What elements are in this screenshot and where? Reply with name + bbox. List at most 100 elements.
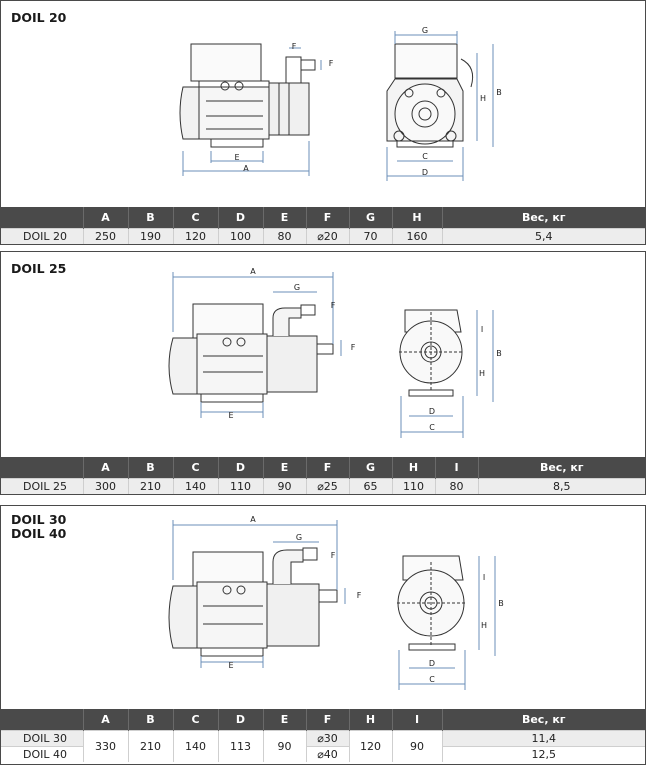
- header-h: H: [349, 709, 393, 731]
- header-b: B: [128, 457, 174, 479]
- cell-c: 140: [173, 478, 219, 494]
- cell-model: DOIL 40: [1, 746, 84, 762]
- table-row: DOIL 20 250 190 120 100 80 ⌀20 70 160 5,…: [1, 228, 645, 244]
- dim-label-b: B: [496, 88, 502, 97]
- table-row: DOIL 40 ⌀40 12,5: [1, 746, 645, 762]
- panel-title-2: DOIL 40: [11, 526, 67, 541]
- cell-h: 120: [349, 730, 393, 762]
- cell-weight: 12,5: [442, 746, 645, 762]
- header-model: [1, 457, 84, 479]
- cell-weight: 5,4: [442, 228, 645, 244]
- panel-title: DOIL 20: [11, 10, 67, 25]
- header-d: D: [218, 709, 264, 731]
- table-row: DOIL 25 300 210 140 110 90 ⌀25 65 110 80…: [1, 478, 645, 494]
- spec-table-doil-30-40: A B C D E F H I Вес, кг DOIL 30 330 210 …: [1, 709, 645, 762]
- dim-label-i: I: [481, 325, 483, 334]
- panel-doil-20: DOIL 20: [0, 0, 646, 245]
- cell-b: 190: [128, 228, 174, 244]
- cell-model: DOIL 20: [1, 228, 84, 244]
- cell-h: 160: [392, 228, 443, 244]
- cell-d: 113: [218, 730, 264, 762]
- cell-c: 120: [173, 228, 219, 244]
- header-f: F: [306, 207, 350, 229]
- cell-f: ⌀30: [306, 730, 350, 747]
- dim-label-b: B: [496, 349, 502, 358]
- dim-label-f2: F: [329, 59, 334, 68]
- dim-label-g: G: [294, 283, 300, 292]
- header-c: C: [173, 207, 219, 229]
- cell-weight: 11,4: [442, 730, 645, 747]
- cell-f: ⌀25: [306, 478, 350, 494]
- header-b: B: [128, 207, 174, 229]
- dim-label-a: A: [243, 164, 249, 173]
- panel-doil-25: DOIL 25: [0, 251, 646, 495]
- dim-label-f2: F: [357, 591, 362, 600]
- cell-b: 210: [128, 730, 174, 762]
- cell-h: 110: [392, 478, 436, 494]
- header-g: G: [349, 207, 393, 229]
- cell-d: 110: [218, 478, 264, 494]
- cell-a: 330: [83, 730, 129, 762]
- header-weight: Вес, кг: [442, 709, 645, 731]
- header-f: F: [306, 457, 350, 479]
- dim-label-f2: F: [351, 343, 356, 352]
- cell-i: 80: [435, 478, 479, 494]
- cell-model: DOIL 25: [1, 478, 84, 494]
- dim-label-h: H: [480, 94, 486, 103]
- dim-label-e: E: [234, 153, 239, 162]
- dim-label-c: C: [422, 152, 428, 161]
- header-e: E: [263, 207, 307, 229]
- cell-f: ⌀40: [306, 746, 350, 762]
- header-a: A: [83, 207, 129, 229]
- panel-title: DOIL 25: [11, 261, 67, 276]
- dim-label-a: A: [250, 267, 256, 276]
- cell-c: 140: [173, 730, 219, 762]
- dim-label-c: C: [429, 423, 435, 432]
- cell-f: ⌀20: [306, 228, 350, 244]
- header-weight: Вес, кг: [478, 457, 645, 479]
- cell-d: 100: [218, 228, 264, 244]
- header-a: A: [83, 457, 129, 479]
- cell-g: 70: [349, 228, 393, 244]
- panel-doil-30-40: DOIL 30 DOIL 40: [0, 505, 646, 765]
- dim-label-f: F: [331, 551, 336, 560]
- cell-model: DOIL 30: [1, 730, 84, 747]
- dim-label-i: I: [483, 573, 485, 582]
- header-b: B: [128, 709, 174, 731]
- dim-label-g: G: [296, 533, 302, 542]
- header-i: I: [392, 709, 443, 731]
- cell-weight: 8,5: [478, 478, 645, 494]
- header-model: [1, 709, 84, 731]
- cell-e: 90: [263, 478, 307, 494]
- header-h: H: [392, 207, 443, 229]
- dim-label-d: D: [429, 407, 435, 416]
- header-g: G: [349, 457, 393, 479]
- header-model: [1, 207, 84, 229]
- header-h: H: [392, 457, 436, 479]
- dim-label-a: A: [250, 515, 256, 524]
- header-d: D: [218, 207, 264, 229]
- header-i: I: [435, 457, 479, 479]
- cell-i: 90: [392, 730, 443, 762]
- dim-label-h: H: [479, 369, 485, 378]
- header-f: F: [306, 709, 350, 731]
- dim-label-h: H: [481, 621, 487, 630]
- dim-label-e: E: [228, 661, 233, 670]
- table-row: DOIL 30 330 210 140 113 90 ⌀30 120 90 11…: [1, 730, 645, 762]
- dim-label-c: C: [429, 675, 435, 684]
- header-e: E: [263, 709, 307, 731]
- panel-title-1: DOIL 30: [11, 512, 67, 527]
- drawing-doil-30-40: A B C D E F F G H I: [168, 515, 504, 690]
- cell-a: 300: [83, 478, 129, 494]
- cell-e: 90: [263, 730, 307, 762]
- cell-g: 65: [349, 478, 393, 494]
- spec-table-doil-25: A B C D E F G H I Вес, кг DOIL 25 300 21…: [1, 457, 645, 494]
- dim-label-d: D: [422, 168, 428, 177]
- drawing-doil-20: A B C D E F F G H: [179, 26, 502, 181]
- dim-label-e: E: [228, 411, 233, 420]
- header-a: A: [83, 709, 129, 731]
- spec-table-doil-20: A B C D E F G H Вес, кг DOIL 20 250 190 …: [1, 207, 645, 244]
- motor-terminal-box: [190, 43, 262, 82]
- header-d: D: [218, 457, 264, 479]
- dim-label-d: D: [429, 659, 435, 668]
